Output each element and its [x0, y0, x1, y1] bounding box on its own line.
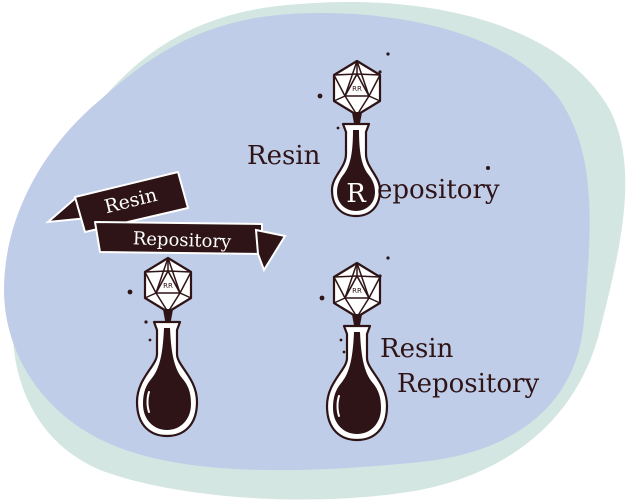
- stacked-logo-word-top: Resin: [380, 334, 454, 364]
- die-label: RR: [352, 287, 362, 295]
- background-blob-front: [4, 13, 590, 471]
- die-label: RR: [352, 85, 362, 93]
- bottle-icon: [330, 122, 382, 218]
- d20-die-icon: RR: [332, 261, 382, 319]
- banner-logo: Resin Repository RR: [44, 171, 287, 438]
- die-label: RR: [163, 282, 173, 290]
- stacked-logo: RR Resin Repository: [319, 256, 539, 442]
- d20-die-icon: RR: [332, 59, 382, 117]
- initial-logo-word-top: Resin: [247, 141, 321, 171]
- initial-logo-initial: R: [346, 179, 367, 209]
- initial-logo: RR Resin R epository: [247, 52, 500, 218]
- stacked-logo-word-bottom: Repository: [397, 369, 539, 399]
- d20-die-icon: RR: [143, 256, 193, 314]
- ribbon-banner-icon: [44, 171, 287, 273]
- initial-logo-word-rest: epository: [377, 175, 500, 205]
- ribbon-bottom-text: Repository: [132, 228, 232, 252]
